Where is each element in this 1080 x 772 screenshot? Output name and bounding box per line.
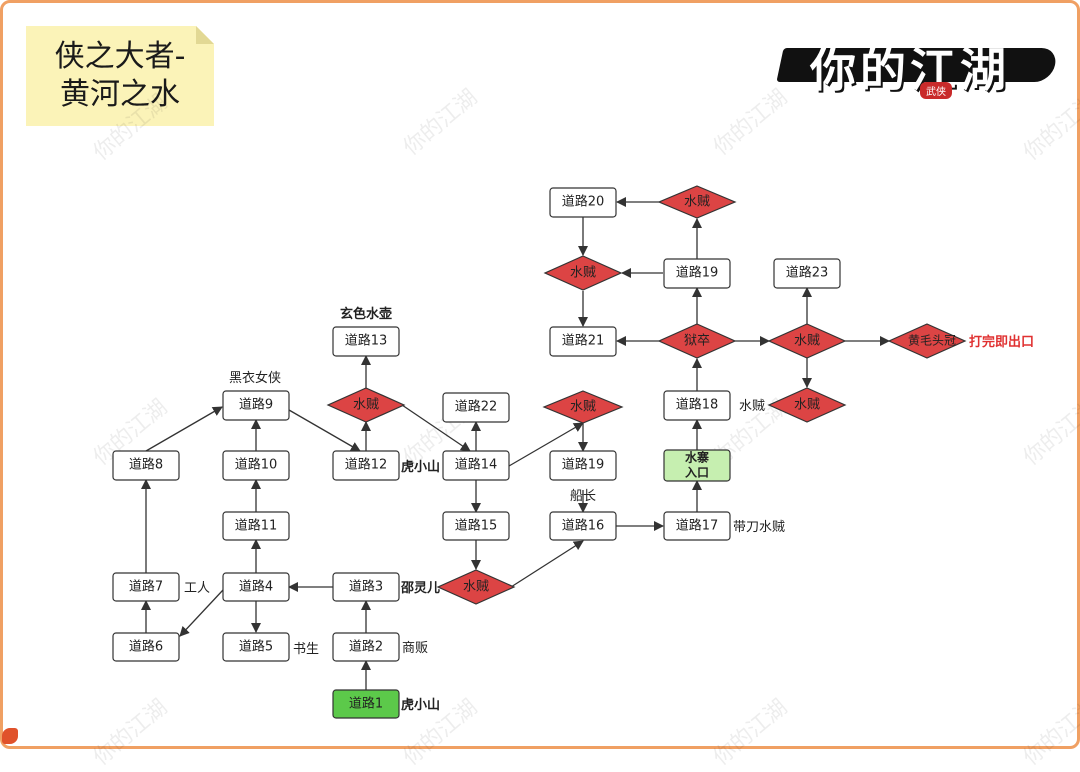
node-label: 道路22	[455, 399, 498, 415]
label-saber-bandit: 带刀水贼	[733, 520, 785, 535]
node-label: 道路17	[676, 518, 719, 534]
diamond-label: 水贼	[353, 398, 379, 413]
edge	[401, 404, 471, 452]
flow-diagram: 道路1 道路2 道路3 道路4 道路5 道路6 道路7 道路8 道路9 道路10…	[112, 185, 1034, 719]
diamond-label: 水贼	[794, 398, 820, 413]
node-label: 道路9	[239, 397, 273, 413]
node-label: 道路15	[455, 518, 498, 534]
node-label: 道路20	[562, 194, 605, 210]
node-road-19-lower: 道路19	[549, 450, 617, 481]
label-worker: 工人	[184, 581, 210, 596]
corner-logo-icon	[2, 728, 18, 744]
title-line-1: 侠之大者-	[54, 39, 186, 74]
label-dark-water-jug: 玄色水壶	[340, 306, 392, 322]
diamond-water-bandit: 水贼	[767, 323, 847, 359]
edges	[141, 197, 890, 690]
edge	[145, 406, 223, 452]
node-label: 道路10	[235, 457, 278, 473]
label-shao-linger: 邵灵儿	[400, 581, 440, 596]
diamond-label: 狱卒	[684, 334, 710, 349]
node-road-14: 道路14	[442, 450, 510, 481]
label-water-bandit: 水贼	[739, 399, 765, 414]
node-label: 道路12	[345, 457, 388, 473]
node-label: 道路8	[129, 457, 163, 473]
label-hu-xiaoshan: 虎小山	[401, 459, 440, 475]
node-label: 道路23	[786, 265, 829, 281]
node-label: 入口	[685, 466, 709, 480]
diamond-water-bandit: 水贼	[326, 387, 406, 423]
node-road-15: 道路15	[442, 511, 510, 541]
label-black-robed-heroine: 黑衣女侠	[229, 370, 281, 386]
node-label: 道路13	[345, 333, 388, 349]
label-scholar: 书生	[293, 642, 319, 657]
node-road-10: 道路10	[222, 450, 290, 481]
node-road-18: 道路18	[663, 390, 731, 421]
node-road-19-upper: 道路19	[663, 258, 731, 289]
node-label: 道路18	[676, 397, 719, 413]
node-label: 道路14	[455, 457, 498, 473]
page-frame	[0, 0, 1080, 749]
node-road-8: 道路8	[112, 450, 180, 481]
logo-badge: 武侠	[920, 82, 952, 99]
diamond-water-bandit: 水贼	[436, 569, 516, 605]
node-road-2: 道路2	[332, 632, 400, 662]
node-road-20: 道路20	[549, 187, 617, 218]
diamond-label: 水贼	[463, 580, 489, 595]
label-captain: 船长	[570, 489, 596, 504]
diamond-jailer: 狱卒	[657, 323, 737, 359]
edge	[508, 422, 584, 467]
diamond-label: 水贼	[684, 195, 710, 210]
node-water-fortress-entrance: 水寨 入口	[663, 449, 731, 482]
logo: 你的江湖 武侠	[776, 30, 1070, 100]
label-exit-after-fight: 打完即出口	[969, 334, 1034, 350]
node-label: 道路21	[562, 333, 605, 349]
node-label: 道路16	[562, 518, 605, 534]
edge	[288, 409, 361, 452]
node-road-22: 道路22	[442, 392, 510, 423]
node-label: 道路7	[129, 579, 163, 595]
node-road-5: 道路5	[222, 632, 290, 662]
node-label: 道路3	[349, 579, 383, 595]
diamond-label: 水贼	[570, 266, 596, 281]
node-road-21: 道路21	[549, 326, 617, 357]
title-line-2: 黄河之水	[60, 77, 180, 112]
logo-text: 你的江湖	[810, 43, 1010, 97]
node-road-16: 道路16	[549, 511, 617, 541]
node-label: 道路2	[349, 639, 383, 655]
diamond-water-bandit: 水贼	[543, 255, 623, 291]
node-road-9: 道路9	[222, 390, 290, 421]
node-road-1: 道路1	[332, 689, 400, 719]
diamond-water-bandit: 水贼	[767, 387, 847, 423]
diamond-label: 黄毛头冠	[908, 334, 956, 348]
diamond-yellow-hair-crown: 黄毛头冠	[887, 323, 967, 359]
node-road-13: 道路13	[332, 326, 400, 357]
diamond-water-bandit: 水贼	[657, 185, 737, 219]
edge	[510, 540, 584, 588]
node-road-23: 道路23	[773, 258, 841, 289]
node-label: 道路11	[235, 518, 278, 534]
node-road-7: 道路7	[112, 572, 180, 602]
diamond-label: 水贼	[794, 334, 820, 349]
node-road-3: 道路3	[332, 572, 400, 602]
node-label: 道路5	[239, 639, 273, 655]
node-road-6: 道路6	[112, 632, 180, 662]
node-label: 道路1	[349, 696, 383, 712]
label-hu-xiaoshan: 虎小山	[401, 697, 440, 713]
edge	[179, 589, 224, 637]
node-road-12: 道路12	[332, 450, 400, 481]
node-label: 水寨	[685, 450, 709, 465]
node-road-4: 道路4	[222, 572, 290, 602]
node-label: 道路6	[129, 639, 163, 655]
diamond-water-bandit: 水贼	[542, 390, 624, 424]
node-label: 道路4	[239, 579, 273, 595]
node-road-17: 道路17	[663, 511, 731, 541]
node-label: 道路19	[562, 457, 605, 473]
diamond-label: 水贼	[570, 400, 596, 415]
node-road-11: 道路11	[222, 511, 290, 541]
label-merchant: 商贩	[402, 641, 428, 656]
node-label: 道路19	[676, 265, 719, 281]
